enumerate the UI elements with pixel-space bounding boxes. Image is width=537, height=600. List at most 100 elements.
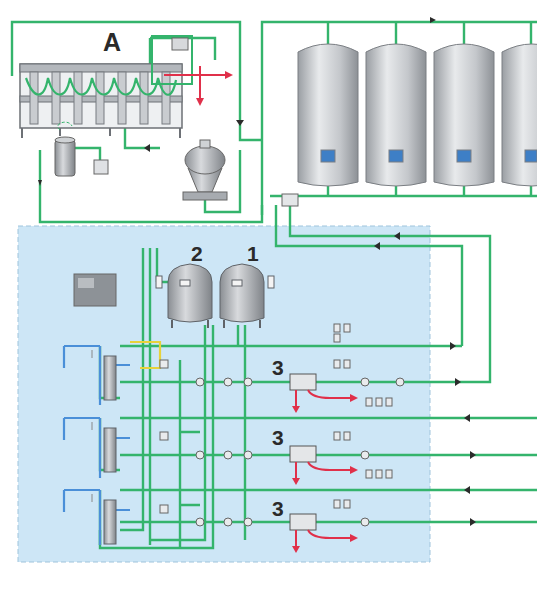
valves-part (334, 324, 340, 332)
flow-arrows-part (470, 451, 476, 459)
pasteurizer-part-part (52, 72, 60, 124)
valves-part (334, 500, 340, 508)
heat-exchangers (92, 350, 116, 544)
valves-part (361, 518, 369, 526)
pasteurizer (20, 36, 233, 138)
heat-exchangers-part (104, 500, 116, 544)
valves-part (334, 432, 340, 440)
process-lines-part (120, 489, 537, 491)
valves-part (366, 470, 372, 478)
cip-tanks-part (180, 280, 190, 286)
heat-exchangers-part (104, 428, 116, 472)
flow-arrows-part (450, 342, 456, 350)
water-lines-part (64, 490, 100, 545)
balance-tank-part (55, 140, 75, 176)
flow-arrows-part (236, 120, 244, 126)
valves (160, 324, 404, 526)
pasteurizer-part (164, 66, 225, 100)
valves-part (386, 398, 392, 406)
cip-pumps-part (292, 394, 358, 553)
storage-tanks-part (502, 44, 537, 186)
cip-pumps (290, 374, 358, 553)
separator (183, 140, 227, 200)
cip-area (18, 226, 430, 562)
cip-tanks-part (168, 264, 212, 322)
valves-part (160, 432, 168, 440)
valves-part (334, 334, 340, 342)
pasteurizer-part (196, 71, 233, 106)
pasteurizer-part (26, 78, 176, 95)
valves-part (224, 451, 232, 459)
callout-number: 3 (272, 498, 284, 519)
pasteurizer-part-part (96, 72, 104, 124)
process-lines-part (120, 248, 150, 545)
separator-part (185, 146, 225, 174)
flow-arrows-part (464, 414, 470, 422)
water-lines-part (64, 418, 100, 478)
pasteurizer-part (30, 72, 170, 124)
flow-arrows-part (38, 180, 42, 186)
water-lines (64, 346, 130, 545)
valves-part (224, 378, 232, 386)
valves-part (244, 378, 252, 386)
callout-number: 2 (191, 243, 203, 264)
cip-pumps-part (290, 514, 316, 530)
valves-part (344, 432, 350, 440)
valves-part (224, 518, 232, 526)
valves-part (344, 360, 350, 368)
process-lines (12, 22, 537, 548)
steam-line (130, 342, 160, 368)
pasteurizer-part-part (140, 72, 148, 124)
valves-part (396, 378, 404, 386)
pasteurizer-part (172, 38, 188, 50)
pasteurizer-part-part (162, 72, 170, 124)
storage-tanks-part (366, 44, 426, 186)
valves-part (361, 378, 369, 386)
process-lines-part (276, 205, 462, 346)
pasteurizer-part-part (30, 72, 38, 124)
valve-cluster (282, 194, 298, 206)
flow-arrows-part (470, 518, 476, 526)
balance-tank-part (55, 137, 75, 143)
valves-part (366, 398, 372, 406)
process-lines-part (120, 381, 420, 383)
storage-tanks (298, 44, 537, 186)
cip-pumps-part (296, 390, 350, 548)
valves-part (196, 451, 204, 459)
plant-illustration-part (78, 278, 94, 288)
process-lines-part (238, 325, 245, 540)
pasteurizer-part-part (118, 72, 126, 124)
pasteurizer-part (20, 64, 182, 72)
valves-part (344, 324, 350, 332)
valves-part (376, 398, 382, 406)
storage-tanks-part (298, 44, 358, 186)
valves-part (196, 518, 204, 526)
balance-tank (55, 122, 108, 176)
cip-tanks-part (232, 280, 242, 286)
cip-tanks-part (172, 320, 260, 328)
flow-arrows-part (144, 144, 150, 152)
separator-part (200, 140, 210, 148)
cip-tanks-part (268, 276, 274, 288)
storage-tanks-part (389, 150, 403, 162)
pasteurizer-part (152, 36, 192, 84)
process-lines-part (120, 345, 462, 347)
pasteurizer-part-part (74, 72, 82, 124)
balance-tank-part (58, 122, 72, 130)
flow-arrows-part (464, 486, 470, 494)
cip-tanks (156, 264, 274, 328)
storage-tanks-part (525, 150, 537, 162)
process-lines-part (262, 22, 537, 215)
heat-exchangers-part (92, 350, 93, 502)
callout-number: 3 (272, 427, 284, 448)
process-lines-part (12, 22, 262, 140)
valves-part (334, 360, 340, 368)
control-panel (74, 274, 116, 306)
callout-number: 3 (272, 357, 284, 378)
valves-part (376, 470, 382, 478)
valves-part (244, 518, 252, 526)
valves-part (361, 451, 369, 459)
heat-exchangers-part (104, 356, 116, 400)
